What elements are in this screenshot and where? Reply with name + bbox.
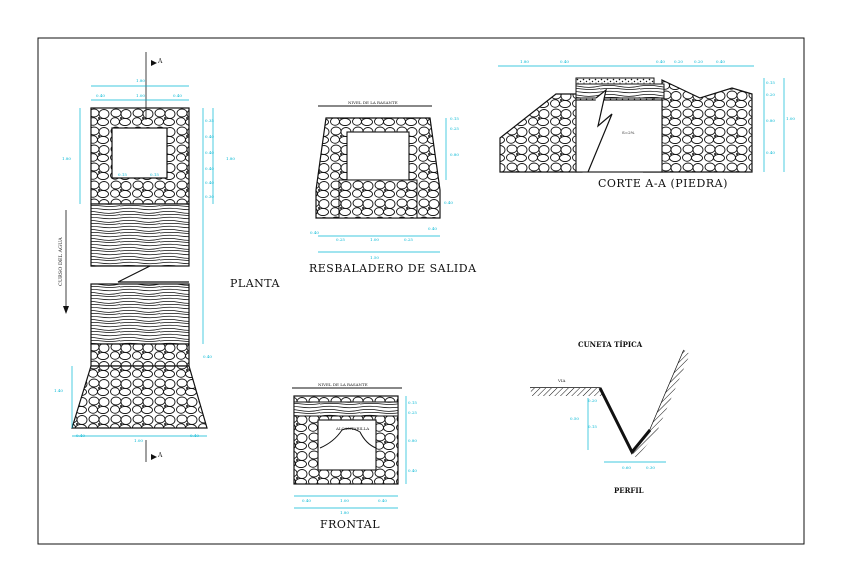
title-cuneta: CUNETA TÍPICA: [578, 340, 643, 349]
dim-res-r1: 0.15: [450, 116, 459, 121]
dim-planta-right: 1.80: [226, 156, 235, 161]
dim-planta-in-a: 0.15: [118, 172, 127, 177]
planta-apron: [71, 365, 208, 429]
dim-res-b4: 0.25: [404, 237, 413, 242]
dim-planta-bot-b: 1.00: [134, 438, 143, 443]
dim-front-b1: 0.40: [302, 498, 311, 503]
cuneta-hatch-right: [632, 350, 690, 458]
corte-break: [587, 88, 613, 173]
dim-perfil-b: 0.30: [646, 465, 655, 470]
dim-corte-right: 1.00: [786, 116, 795, 121]
dim-corte-t3: 0.40: [656, 59, 665, 64]
front-beam: [293, 401, 399, 417]
title-planta: PLANTA: [230, 277, 280, 290]
planta-wood-lower: [90, 283, 190, 345]
section-arrow-top: [151, 60, 157, 66]
dim-corte-r3: 0.80: [766, 118, 775, 123]
dim-corte-r2: 0.20: [766, 92, 775, 97]
dim-planta-left: 1.80: [62, 156, 71, 161]
cuneta-view: [530, 349, 690, 463]
dim-planta-r4: 0.40: [205, 166, 214, 171]
dim-planta-bot-left: 1.40: [54, 388, 63, 393]
cuneta-hatch-left: [530, 388, 604, 396]
dim-res-r3: 0.80: [450, 152, 459, 157]
frontal-view: [292, 387, 407, 509]
corte-deck: [575, 83, 665, 99]
dim-planta-mid: 0.40: [203, 354, 212, 359]
note-nivel-rasante-2: NIVEL DE LA RASANTE: [318, 382, 368, 387]
dim-front-b3: 0.40: [378, 498, 387, 503]
section-mark-bottom: A: [158, 452, 163, 459]
corte-slope: S=2%: [622, 130, 635, 135]
flow-arrow-head: [63, 306, 69, 314]
res-channel: [338, 179, 418, 219]
note-curso-agua: CURSO DEL AGUA: [58, 237, 64, 286]
note-alcantarilla: ALCANTARILLA: [336, 426, 370, 431]
dim-front-r1: 0.15: [408, 400, 417, 405]
dim-front-b2: 1.00: [340, 498, 349, 503]
planta-break-line: [91, 265, 189, 283]
title-frontal: FRONTAL: [320, 518, 381, 531]
dim-front-r4: 0.40: [408, 468, 417, 473]
dim-planta-r5: 0.40: [205, 180, 214, 185]
title-corte: CORTE A-A (PIEDRA): [598, 177, 728, 190]
dim-corte-r1: 0.15: [766, 80, 775, 85]
planta-view: [63, 52, 214, 462]
corte-void: [575, 99, 663, 173]
dim-perfil-e: 0.15: [588, 424, 597, 429]
dim-planta-r6: 0.30: [205, 194, 214, 199]
dim-perfil-a: 0.60: [622, 465, 631, 470]
dim-corte-t5: 0.20: [694, 59, 703, 64]
dim-corte-r4: 0.40: [766, 150, 775, 155]
sheet-frame: [37, 37, 805, 545]
dim-planta-r1: 0.35: [205, 118, 214, 123]
dim-res-r4: 0.40: [444, 200, 453, 205]
dim-corte-t4: 0.20: [674, 59, 683, 64]
dim-planta-bot-a: 0.40: [76, 433, 85, 438]
dim-res-total: 1.50: [370, 255, 379, 260]
dim-front-r3: 0.80: [408, 438, 417, 443]
cuneta-lining: [598, 387, 652, 455]
dim-planta-in-b: 0.15: [150, 172, 159, 177]
front-culvert-arch: [319, 427, 377, 449]
title-perfil: PERFIL: [614, 486, 644, 495]
dim-res-b5: 0.40: [428, 226, 437, 231]
dim-planta-top-a: 0.40: [96, 93, 105, 98]
dim-res-b2: 0.25: [336, 237, 345, 242]
dim-planta-top-c: 0.40: [173, 93, 182, 98]
dim-planta-r3: 0.40: [205, 150, 214, 155]
dim-corte-t1: 1.80: [520, 59, 529, 64]
title-resbaladero: RESBALADERO DE SALIDA: [309, 262, 477, 275]
section-arrow-bottom: [151, 454, 157, 460]
dim-planta-r2: 0.40: [205, 134, 214, 139]
dim-perfil-d: 0.20: [588, 398, 597, 403]
dim-perfil-c: 0.50: [570, 416, 579, 421]
dim-res-b1: 0.40: [310, 230, 319, 235]
dim-corte-t6: 0.40: [716, 59, 725, 64]
planta-wood-upper: [90, 203, 190, 267]
dim-corte-t2: 0.40: [560, 59, 569, 64]
dim-front-r2: 0.25: [408, 410, 417, 415]
planta-opening: [111, 127, 168, 179]
section-mark-top: A: [158, 58, 163, 65]
dim-planta-top-total: 1.80: [136, 78, 145, 83]
note-nivel-rasante-1: NIVEL DE LA RASANTE: [348, 100, 398, 105]
res-opening: [346, 131, 410, 181]
dim-front-total: 1.80: [340, 510, 349, 515]
dim-res-b3: 1.00: [370, 237, 379, 242]
resbaladero-view: [315, 105, 447, 253]
planta-cell-strip: [90, 343, 190, 367]
corte-view: [498, 65, 785, 173]
note-via: VIA: [558, 378, 566, 383]
dim-planta-bot-c: 0.40: [190, 433, 199, 438]
dim-planta-top-b: 1.00: [136, 93, 145, 98]
dim-res-r2: 0.25: [450, 126, 459, 131]
